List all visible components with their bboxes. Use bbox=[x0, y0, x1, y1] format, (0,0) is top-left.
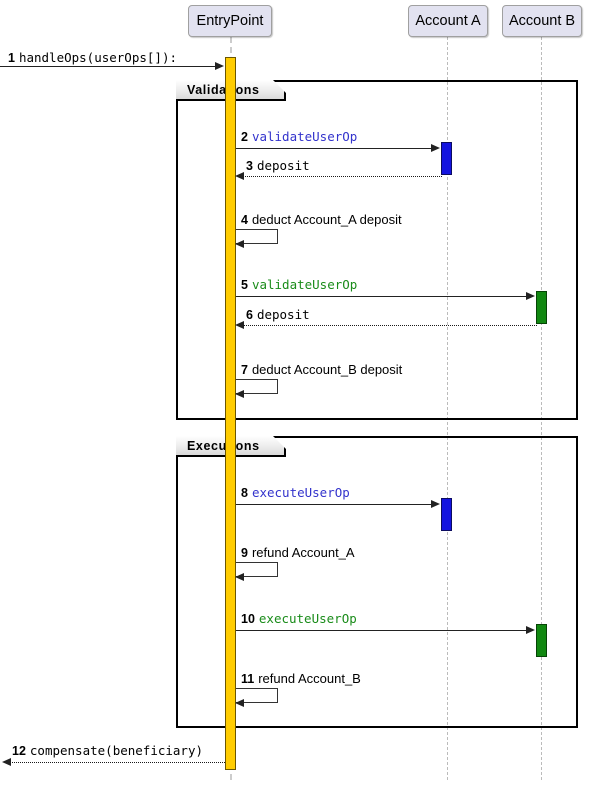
activation-account-a-validate bbox=[441, 142, 452, 175]
arrow-head-msg-6 bbox=[235, 320, 244, 329]
participant-account-b[interactable]: Account B bbox=[502, 5, 582, 37]
arrow-head-msg-9 bbox=[235, 572, 244, 581]
message-number-8: 8 bbox=[241, 486, 248, 500]
participant-entrypoint[interactable]: EntryPoint bbox=[188, 5, 272, 37]
arrow-head-msg-7 bbox=[235, 389, 244, 398]
message-number-11: 11 bbox=[241, 672, 255, 686]
message-text-9: refund Account_A bbox=[251, 545, 355, 560]
message-text-4: deduct Account_A deposit bbox=[251, 212, 402, 227]
arrow-head-msg-2 bbox=[431, 143, 440, 152]
message-number-3: 3 bbox=[246, 159, 253, 173]
message-text-7: deduct Account_B deposit bbox=[251, 362, 403, 377]
arrow-head-msg-3 bbox=[235, 171, 244, 180]
message-number-9: 9 bbox=[241, 546, 248, 560]
message-text-10: executeUserOp bbox=[258, 611, 357, 626]
message-text-5: validateUserOp bbox=[251, 277, 358, 292]
message-text-3: deposit bbox=[256, 158, 310, 173]
arrow-head-msg-1 bbox=[215, 61, 224, 70]
message-text-11: refund Account_B bbox=[258, 671, 361, 686]
arrow-head-msg-4 bbox=[235, 239, 244, 248]
selfcall-box-msg-4 bbox=[236, 229, 278, 244]
activation-entrypoint bbox=[225, 57, 236, 770]
frame-validations bbox=[176, 80, 578, 420]
participant-account-a[interactable]: Account A bbox=[408, 5, 488, 37]
selfcall-box-msg-9 bbox=[236, 562, 278, 577]
arrow-line-msg-2 bbox=[236, 148, 432, 149]
arrow-head-msg-5 bbox=[526, 291, 535, 300]
lifeline-account-b bbox=[541, 37, 543, 780]
arrow-head-msg-10 bbox=[526, 625, 535, 634]
message-text-8: executeUserOp bbox=[251, 485, 350, 500]
message-number-7: 7 bbox=[241, 363, 248, 377]
arrow-line-msg-5 bbox=[236, 296, 527, 297]
arrow-line-msg-10 bbox=[236, 630, 527, 631]
activation-account-a-execute bbox=[441, 498, 452, 531]
message-text-1: handleOps(userOps[]): bbox=[18, 50, 177, 65]
message-number-10: 10 bbox=[241, 612, 255, 626]
arrow-head-msg-8 bbox=[431, 499, 440, 508]
selfcall-box-msg-7 bbox=[236, 379, 278, 394]
arrow-line-msg-8 bbox=[236, 504, 432, 505]
arrow-head-msg-11 bbox=[235, 698, 244, 707]
frame-executions bbox=[176, 436, 578, 728]
message-number-2: 2 bbox=[241, 130, 248, 144]
selfcall-box-msg-11 bbox=[236, 688, 278, 703]
message-text-2: validateUserOp bbox=[251, 129, 358, 144]
activation-account-b-validate bbox=[536, 291, 547, 324]
activation-account-b-execute bbox=[536, 624, 547, 657]
message-number-4: 4 bbox=[241, 213, 248, 227]
arrow-line-msg-12 bbox=[10, 762, 225, 763]
message-number-6: 6 bbox=[246, 308, 253, 322]
arrow-line-msg-3 bbox=[243, 176, 442, 177]
arrow-line-msg-1 bbox=[0, 66, 216, 67]
message-text-6: deposit bbox=[256, 307, 310, 322]
message-number-5: 5 bbox=[241, 278, 248, 292]
lifeline-account-a bbox=[447, 37, 449, 780]
message-number-12: 12 bbox=[12, 744, 26, 758]
arrow-line-msg-6 bbox=[243, 325, 537, 326]
message-text-12: compensate(beneficiary) bbox=[29, 743, 203, 758]
message-number-1: 1 bbox=[8, 51, 15, 65]
arrow-head-msg-12 bbox=[2, 757, 11, 766]
